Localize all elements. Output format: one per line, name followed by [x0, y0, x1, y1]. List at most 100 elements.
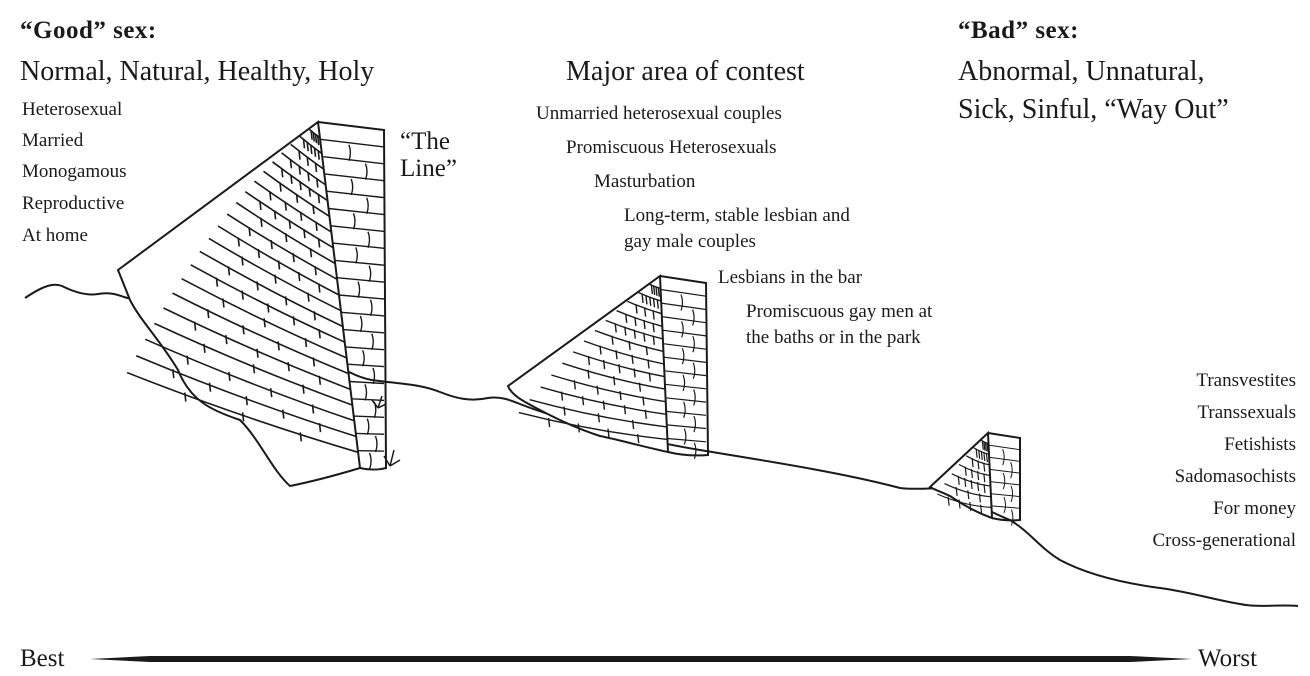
- wall-stone-line: [332, 242, 385, 249]
- wall-stone-line: [986, 442, 989, 452]
- wall-stone-line: [983, 484, 986, 494]
- list-item: Transsexuals: [1197, 402, 1296, 423]
- wall-stone-line: [338, 294, 385, 300]
- wall-stone-line: [633, 329, 636, 339]
- wall-stone-line: [295, 193, 299, 203]
- wall-stone-line: [657, 287, 660, 297]
- list-item: Fetishists: [1224, 434, 1296, 455]
- wall-stone-line: [172, 292, 349, 375]
- wall-stone-line: [326, 190, 385, 199]
- wall-stone-line: [304, 338, 308, 348]
- wall-stone-line: [664, 383, 707, 390]
- wall-stone-line: [289, 159, 293, 169]
- wall-stone-line: [563, 406, 566, 416]
- wall-stone-line: [317, 194, 321, 204]
- wall-stone-line: [1010, 485, 1014, 503]
- wall-stone-line: [277, 260, 281, 270]
- wall-stone-line: [367, 231, 371, 248]
- wall-stone-line: [645, 295, 648, 305]
- wall-stone-line: [693, 442, 697, 460]
- wall-stone-line: [281, 152, 327, 186]
- wall-stone-line: [357, 281, 361, 298]
- wall-stone-line: [664, 370, 707, 377]
- wall-stone-line: [317, 150, 320, 160]
- wall-stone-line: [322, 155, 385, 165]
- wall-stone-line: [958, 463, 991, 477]
- wall-stone-line: [649, 296, 652, 306]
- wall-stone-line: [692, 362, 696, 380]
- wall-stone-line: [989, 456, 1021, 462]
- wall-stone-line: [692, 335, 695, 353]
- wall-stone-line: [364, 384, 368, 401]
- wall-stone-line: [353, 415, 385, 418]
- wall-stone-line: [560, 391, 564, 401]
- wall-stone-line: [577, 423, 580, 433]
- wall-stone-line: [314, 162, 318, 173]
- wall-stone-line: [302, 384, 305, 394]
- wall-stone-line: [292, 253, 295, 263]
- wall-stone-line: [348, 144, 352, 161]
- wall-stone-line: [334, 259, 385, 266]
- wall-stone-line: [581, 396, 585, 406]
- wall-stone-line: [681, 347, 685, 365]
- wall-stone-line: [650, 284, 654, 295]
- wall-stone-line: [980, 439, 989, 445]
- wall-stone-line: [314, 134, 318, 144]
- wall-stone-line: [983, 473, 986, 483]
- wall-stone-line: [666, 410, 707, 416]
- list-item: Reproductive: [22, 193, 125, 214]
- wall-stone-line: [299, 432, 303, 442]
- axis-label-best: Best: [20, 645, 65, 672]
- list-item: Monogamous: [22, 161, 127, 182]
- list-item: gay male couples: [624, 231, 756, 252]
- wall-stone-line: [313, 311, 316, 321]
- wall-stone-line: [269, 191, 272, 201]
- wall-stone-line: [257, 248, 261, 259]
- wall-stone-line: [635, 304, 638, 314]
- wall-stone-line: [680, 294, 684, 311]
- wall-stone-line: [984, 442, 987, 452]
- wall-stone-line: [616, 310, 663, 327]
- wall-stone-line: [652, 310, 655, 320]
- wall-stone-line: [648, 372, 651, 382]
- wall-stone-line: [665, 397, 707, 403]
- wall-stone-line: [583, 340, 665, 365]
- wall-stone-line: [980, 504, 983, 514]
- wall-stone-line: [366, 197, 369, 214]
- list-item: Promiscuous Heterosexuals: [566, 137, 777, 158]
- wall-stone-line: [352, 212, 356, 230]
- wall-stone-line: [637, 434, 640, 444]
- wall-stone-line: [662, 329, 707, 337]
- wall-stone-line: [983, 462, 986, 472]
- list-item: Unmarried heterosexual couples: [536, 103, 782, 124]
- wall-stone-line: [290, 174, 293, 184]
- wall-stone-line: [364, 163, 368, 180]
- wall-stone-line: [633, 368, 636, 378]
- wall-stone-line: [623, 405, 627, 415]
- wall-stone-line: [990, 481, 1021, 486]
- wall-stone-line: [312, 132, 316, 142]
- wall-stone-line: [206, 309, 210, 319]
- list-item: Transvestites: [1196, 370, 1296, 391]
- wall-stone-line: [587, 355, 591, 366]
- wall-stone-line: [193, 321, 197, 331]
- wall-stone-line: [256, 348, 259, 358]
- wall-stone-line: [988, 444, 1021, 451]
- wall-stone-line: [320, 138, 385, 148]
- wall-stone-line: [970, 468, 973, 478]
- wall-stone-line: [655, 286, 658, 296]
- wall-stone-line: [144, 338, 355, 422]
- wall-stone-line: [607, 428, 610, 438]
- wall-stone-line: [307, 292, 310, 302]
- wall-stone-line: [573, 380, 576, 390]
- best-worst-axis: [90, 656, 1192, 662]
- wall-stone-line: [309, 248, 313, 258]
- wall-stone-line: [311, 404, 315, 414]
- list-item: Lesbians in the bar: [718, 267, 863, 288]
- wall-stone-line: [260, 217, 263, 227]
- wall-stone-line: [1010, 462, 1013, 479]
- wall-stone-line: [692, 309, 695, 326]
- wall-stone-line: [308, 187, 311, 197]
- wall-stone-line: [660, 288, 707, 297]
- wall-stone-line: [362, 349, 365, 367]
